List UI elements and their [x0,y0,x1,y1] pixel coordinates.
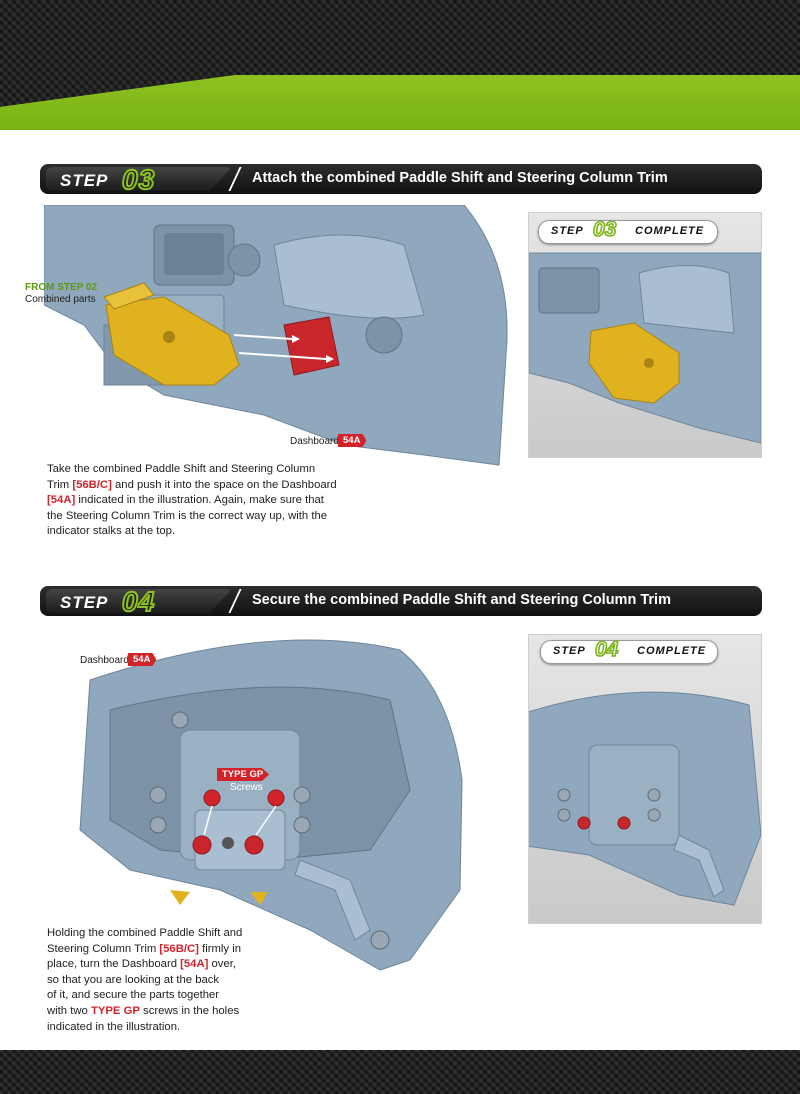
step-03-complete-panel [528,212,762,458]
step-04-screw-type-inline: TYPE GP [90,1004,140,1017]
step-04-number: 04 [121,586,156,617]
step-03-line-2-a: Trim [47,478,73,491]
step-03-complete-badge: STEP 03 COMPLETE [538,217,718,244]
step-04-dashboard-back-drawing [79,639,463,971]
step-03-badge: STEP 03 [46,167,232,191]
screws-label: Screws [230,782,263,793]
step-04-complete-badge: STEP 04 COMPLETE [540,637,718,664]
step-03-line-4: the Steering Column Trim is the correct … [47,509,328,522]
step-04-line-2-c: firmly in [198,942,241,955]
step-03-complete-number: 03 [592,217,617,242]
step-04-dashboard-label: Dashboard [80,655,129,666]
step-04-line-1: Holding the combined Paddle Shift and [47,927,243,939]
step-04-line-7: indicated in the illustration. [47,1020,181,1033]
step-04-instructions: Holding the combined Paddle Shift and St… [47,926,287,1035]
step-03-line-3: [54A] indicated in the illustration. Aga… [47,493,347,509]
step-04-complete-drawing [529,691,761,906]
step-04-title: Secure the combined Paddle Shift and Ste… [252,592,671,608]
step-03-banner: STEP 03 Attach the combined Paddle Shift… [40,164,762,194]
step-03-dashboard-label: Dashboard [290,436,339,447]
step-04-dashboard-code-tag: 54A [128,653,157,666]
from-step-02-label: FROM STEP 02 [25,282,98,293]
step-03-illustration [44,205,514,473]
combined-parts-label: Combined parts [25,294,96,305]
step-03-line-2-c: and push it into the space on the Dashbo… [111,478,337,491]
step-03-line-3-b: indicated in the illustration. Again, ma… [75,494,324,507]
part-code-56bc: [56B/C] [72,478,112,491]
step-03-complete-drawing [529,252,761,444]
step-03-word: STEP [60,171,109,190]
step-04-illustration [70,630,490,990]
step-04-complete-number: 04 [594,637,619,662]
step-04-banner: STEP 04 Secure the combined Paddle Shift… [40,586,762,616]
step-04-complete-step-word: STEP [553,645,586,657]
step-03-dashboard-drawing [44,205,508,466]
step-04-line-4: so that you are looking at the back [47,973,220,986]
part-code-54a: [54A] [47,494,76,507]
step-04-part-code-56bc: [56B/C] [159,942,199,955]
step-04-line-3-a: place, turn the Dashboard [47,958,181,971]
step-03-number: 03 [121,164,156,195]
step-04-slash [228,589,242,613]
step-04-line-3-c: over, [208,958,237,971]
step-03-line-1: Take the combined Paddle Shift and Steer… [47,463,316,475]
step-03-line-2: Trim [56B/C] and push it into the space … [47,478,347,494]
step-04-line-2-a: Steering Column Trim [47,942,160,955]
step-04-complete-panel [528,634,762,924]
step-04-line-6-a: with two [47,1004,91,1017]
step-04-line-2: Steering Column Trim [56B/C] firmly in [47,942,287,958]
step-04-line-5: of it, and secure the parts together [47,989,220,1002]
step-03-instructions: Take the combined Paddle Shift and Steer… [47,462,347,540]
step-03-title: Attach the combined Paddle Shift and Ste… [252,170,668,186]
page-footer [0,1050,800,1094]
type-gp-screw-tag: TYPE GP [217,768,270,781]
step-04-part-code-54a: [54A] [180,958,209,971]
step-03-complete-word: COMPLETE [635,225,705,237]
step-04-line-3: place, turn the Dashboard [54A] over, [47,957,287,973]
step-04-complete-word: COMPLETE [637,645,707,657]
step-04-badge: STEP 04 [46,589,232,613]
step-03-line-5: indicator stalks at the top. [47,525,176,538]
step-04-line-6-c: screws in the holes [139,1004,240,1017]
step-03-slash [228,167,242,191]
step-04-line-6: with two TYPE GP screws in the holes [47,1004,287,1020]
step-03-dashboard-code-tag: 54A [338,434,367,447]
step-03-complete-step-word: STEP [551,225,584,237]
step-04-word: STEP [60,593,109,612]
